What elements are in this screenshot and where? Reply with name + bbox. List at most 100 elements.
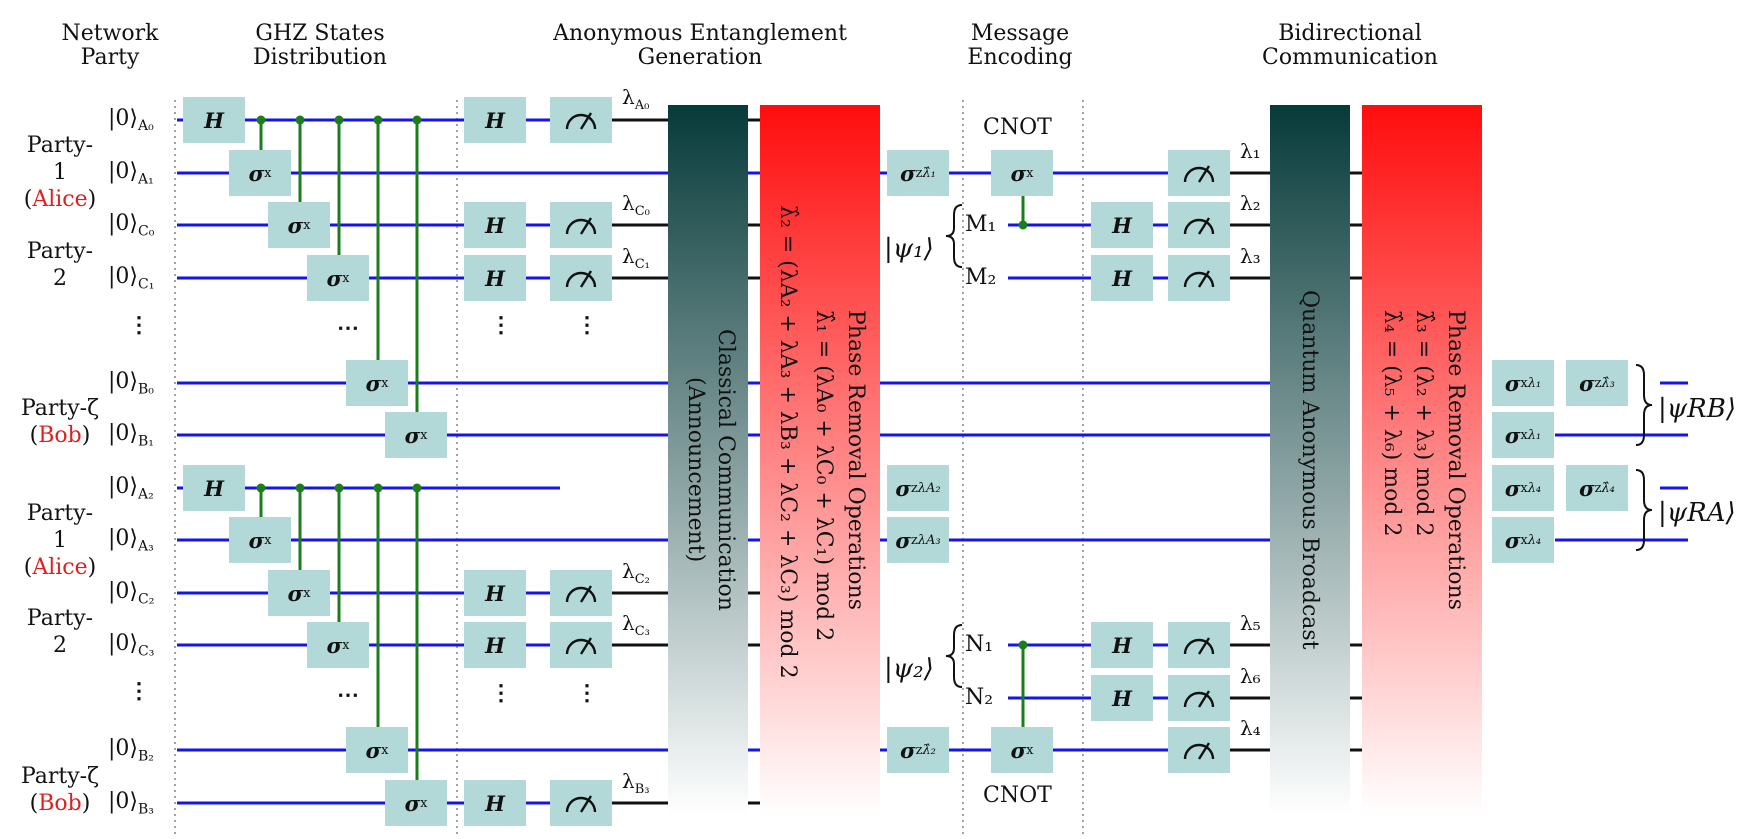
lambda-2: λ₂	[1240, 191, 1261, 215]
meter-icon	[1183, 690, 1215, 708]
phase-removal-label-2: Phase Removal Operations	[1443, 310, 1468, 611]
hdots-ghz-1: ⋯	[337, 315, 359, 341]
vdots-anon-4: ⋮	[576, 680, 598, 706]
meter-icon	[565, 112, 597, 130]
ket-b2: |0⟩B₂	[108, 736, 154, 765]
party-zeta-bob-bottom: Party-ζ(Bob)	[20, 764, 100, 816]
measure-lambda6	[1168, 675, 1230, 721]
cnot-label-top: CNOT	[983, 115, 1052, 140]
lambda-c2: λC₂	[622, 559, 650, 587]
label-m2: M₂	[965, 265, 997, 290]
braces	[945, 204, 1653, 688]
lambda-b3: λB₃	[622, 769, 650, 797]
measure-lambda2	[1168, 202, 1230, 248]
label-n1: N₁	[965, 632, 994, 657]
meter-icon	[565, 637, 597, 655]
h-gate-n2: H	[1091, 675, 1153, 721]
formula-lambda2: λ̂₂ = (λA₂ + λA₃ + λB₃ + λC₂ + λC₃) mod …	[775, 205, 800, 679]
measure-lambda3	[1168, 255, 1230, 301]
phase-removal-label-1: Phase Removal Operations	[843, 310, 868, 611]
measure-c2	[550, 570, 612, 616]
vdots-anon-2: ⋮	[576, 312, 598, 338]
phase-removal-column-2	[1362, 105, 1482, 815]
ket-a2: |0⟩A₂	[108, 474, 154, 503]
control-lines	[259, 120, 1025, 780]
label-m1: M₁	[965, 212, 997, 237]
vdots-anon-3: ⋮	[490, 680, 512, 706]
section-separators	[174, 100, 1084, 835]
lambda-6: λ₆	[1240, 664, 1261, 688]
ket-a3: |0⟩A₃	[108, 526, 154, 555]
classical-communication-label: Classical Communication (Announcement)	[683, 329, 738, 611]
meter-icon	[565, 795, 597, 813]
hdots-ghz-2: ⋯	[337, 682, 359, 708]
label-n2: N₂	[965, 685, 994, 710]
h-gate-a0: H	[183, 97, 245, 143]
h-gate-a2: H	[183, 465, 245, 511]
vdots-anon-1: ⋮	[490, 312, 512, 338]
measure-lambda5	[1168, 622, 1230, 668]
ket-a0: |0⟩AA0₀	[108, 106, 154, 135]
ket-b1: |0⟩B₁	[108, 421, 154, 450]
h-gate-anon-c1: H	[464, 255, 526, 301]
meter-icon	[565, 585, 597, 603]
h-gate-anon-a0: H	[464, 97, 526, 143]
lambda-4: λ₄	[1240, 716, 1261, 740]
header-message-encoding: Message Encoding	[967, 21, 1073, 70]
lambda-3: λ₃	[1240, 244, 1261, 268]
meter-icon	[565, 217, 597, 235]
classical-communication-column	[668, 105, 748, 815]
classical-wires	[612, 118, 1362, 805]
meter-icon	[1183, 270, 1215, 288]
formula-lambda1: λ̂₁ = (λA₀ + λC₀ + λC₁) mod 2	[811, 310, 836, 642]
quantum-broadcast-label: Quantum Anonymous Broadcast	[1297, 290, 1322, 650]
measure-a0	[550, 97, 612, 143]
measure-c1	[550, 255, 612, 301]
lambda-5: λ₅	[1240, 611, 1261, 635]
lambda-1: λ₁	[1240, 139, 1261, 163]
state-psi-rb: |ψRB⟩	[1658, 394, 1736, 424]
header-bidirectional: Bidirectional Communication	[1262, 21, 1438, 70]
lambda-c3: λC₃	[622, 611, 650, 639]
h-gate-n1: H	[1091, 622, 1153, 668]
lambda-a0: λA₀	[622, 85, 650, 113]
h-gate-anon-b3: H	[464, 780, 526, 826]
party-2-top: Party-2	[26, 239, 94, 291]
phase-removal-column-1	[760, 105, 880, 815]
state-psi1: |ψ₁⟩	[884, 234, 934, 264]
party-1-alice-top: Party-1(Alice)	[23, 133, 97, 212]
quantum-broadcast-column	[1270, 105, 1350, 815]
state-psi2: |ψ₂⟩	[884, 654, 934, 684]
party-zeta-bob-top: Party-ζ(Bob)	[20, 396, 100, 448]
h-gate-anon-c0: H	[464, 202, 526, 248]
h-gate-anon-c2: H	[464, 570, 526, 616]
ket-c2: |0⟩C₂	[108, 579, 155, 608]
measure-b3	[550, 780, 612, 826]
ket-c0: |0⟩C₀	[108, 211, 155, 240]
vdots-left-2: ⋮	[128, 678, 150, 704]
vdots-left-1: ⋮	[128, 312, 150, 338]
measure-lambda1	[1168, 150, 1230, 196]
meter-icon	[1183, 637, 1215, 655]
h-gate-anon-c3: H	[464, 622, 526, 668]
measure-lambda4	[1168, 727, 1230, 773]
